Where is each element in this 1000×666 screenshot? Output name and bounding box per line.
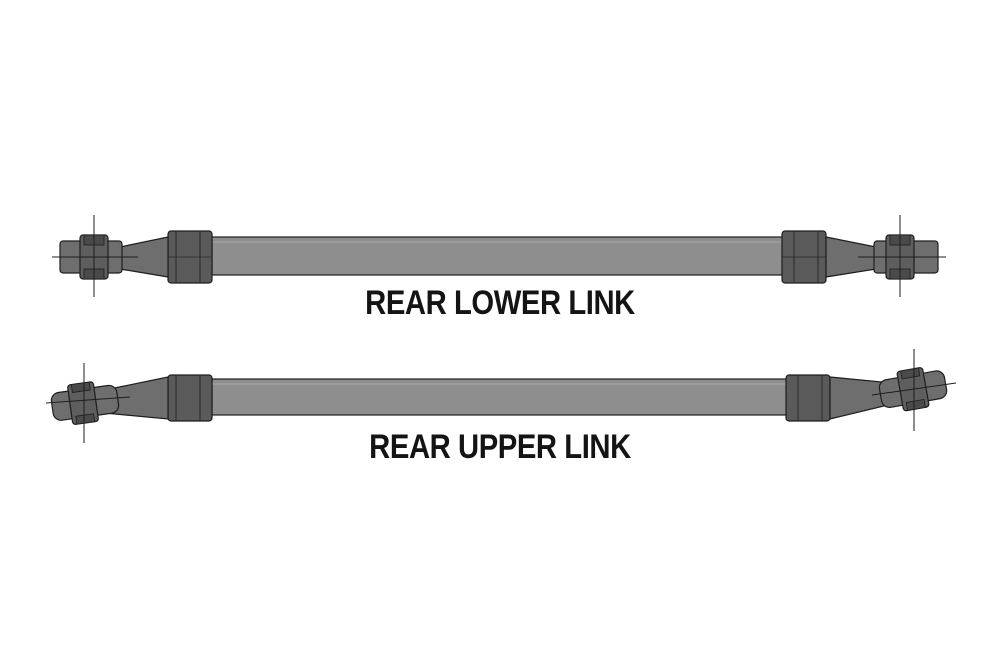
upper-link-tube (211, 378, 789, 416)
upper-link-right-jam-nut (785, 374, 831, 422)
lower-link-right-jam-nut (781, 230, 827, 284)
lower-link-tube (211, 236, 785, 276)
lower-link-left-jam-nut (167, 230, 213, 284)
rear-upper-link-label: REAR UPPER LINK (369, 428, 631, 466)
rear-lower-link-drawing (52, 215, 946, 297)
lower-link-left-rod-end (52, 215, 138, 297)
rear-lower-link-label: REAR LOWER LINK (365, 284, 635, 322)
lower-link-right-rod-end (858, 215, 946, 297)
upper-link-left-jam-nut (167, 374, 213, 422)
rear-upper-link-drawing (45, 349, 957, 443)
upper-link-left-rod-end (50, 381, 120, 425)
